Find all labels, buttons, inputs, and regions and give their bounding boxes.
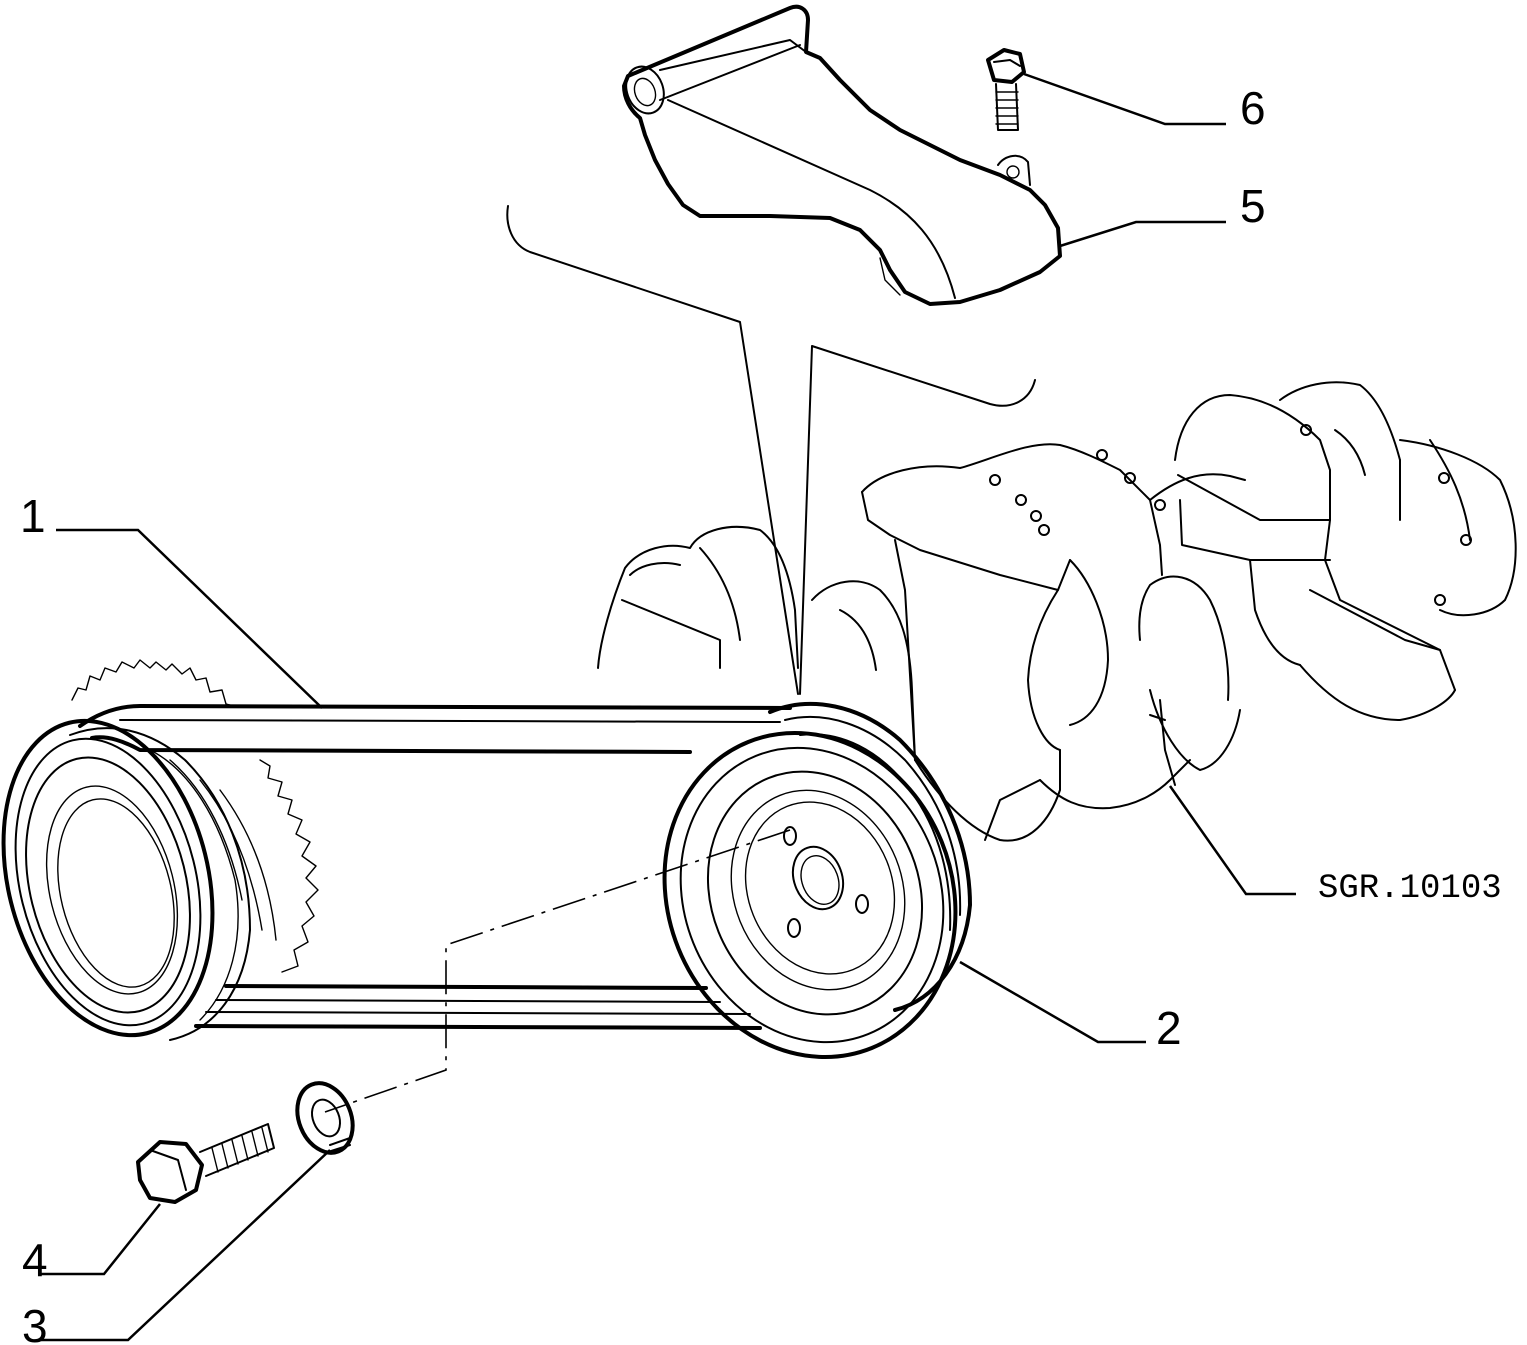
driven-pulley [662, 701, 972, 1059]
callout-6: 6 [1240, 82, 1266, 134]
drawing-code: SGR.10103 [1318, 870, 1502, 908]
drive-belt [78, 704, 792, 1030]
crankshaft-pulley [1, 659, 319, 1041]
bolt-4 [136, 1123, 275, 1204]
assembly-axis-line [324, 829, 791, 1113]
bolt-6 [986, 48, 1026, 131]
callout-4: 4 [22, 1234, 48, 1286]
callout-1: 1 [20, 490, 46, 542]
callout-2: 2 [1156, 1002, 1182, 1054]
crankshaft [597, 381, 1517, 842]
leader-lines [40, 72, 1296, 1342]
callout-3: 3 [22, 1300, 48, 1345]
washer-3 [295, 1081, 355, 1155]
mounting-zone-outline [506, 205, 1036, 695]
callout-5: 5 [1240, 180, 1266, 232]
belt-guard [622, 4, 1062, 306]
